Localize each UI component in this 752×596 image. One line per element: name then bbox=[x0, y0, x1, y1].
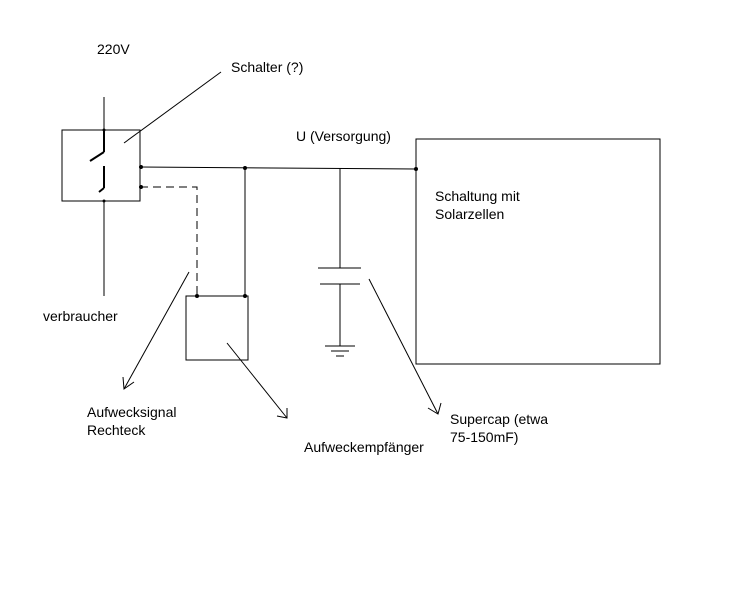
switch-annotation-line bbox=[123, 71, 222, 144]
voltage-label: 220V bbox=[97, 41, 130, 57]
switch-label: Schalter (?) bbox=[231, 59, 304, 75]
solar-circuit-box bbox=[415, 138, 661, 365]
wake-signal-label-line1: Aufwecksignal bbox=[87, 404, 177, 420]
supercap-label-line1: Supercap (etwa bbox=[450, 411, 549, 427]
circuit-label-line2: Solarzellen bbox=[435, 206, 505, 222]
supply-wire bbox=[139, 166, 417, 170]
junction-dots bbox=[102, 128, 418, 298]
wake-signal-dashed-line bbox=[140, 186, 198, 296]
wake-receiver-label: Aufweckempfänger bbox=[304, 439, 424, 455]
consumer-label: verbraucher bbox=[43, 308, 118, 324]
ground-symbol bbox=[325, 345, 355, 357]
wake-receiver-arrow bbox=[226, 342, 288, 419]
supercap-label-line2: 75-150mF) bbox=[450, 429, 519, 445]
supercap-arrow bbox=[368, 278, 442, 415]
wake-receiver-box bbox=[185, 295, 249, 361]
switch-contacts bbox=[89, 130, 105, 193]
supply-label: U (Versorgung) bbox=[296, 128, 391, 144]
circuit-label-line1: Schaltung mit bbox=[435, 188, 520, 204]
wake-signal-arrow bbox=[122, 271, 190, 390]
supercap-symbol bbox=[318, 168, 361, 346]
wake-signal-label-line2: Rechteck bbox=[87, 422, 146, 438]
